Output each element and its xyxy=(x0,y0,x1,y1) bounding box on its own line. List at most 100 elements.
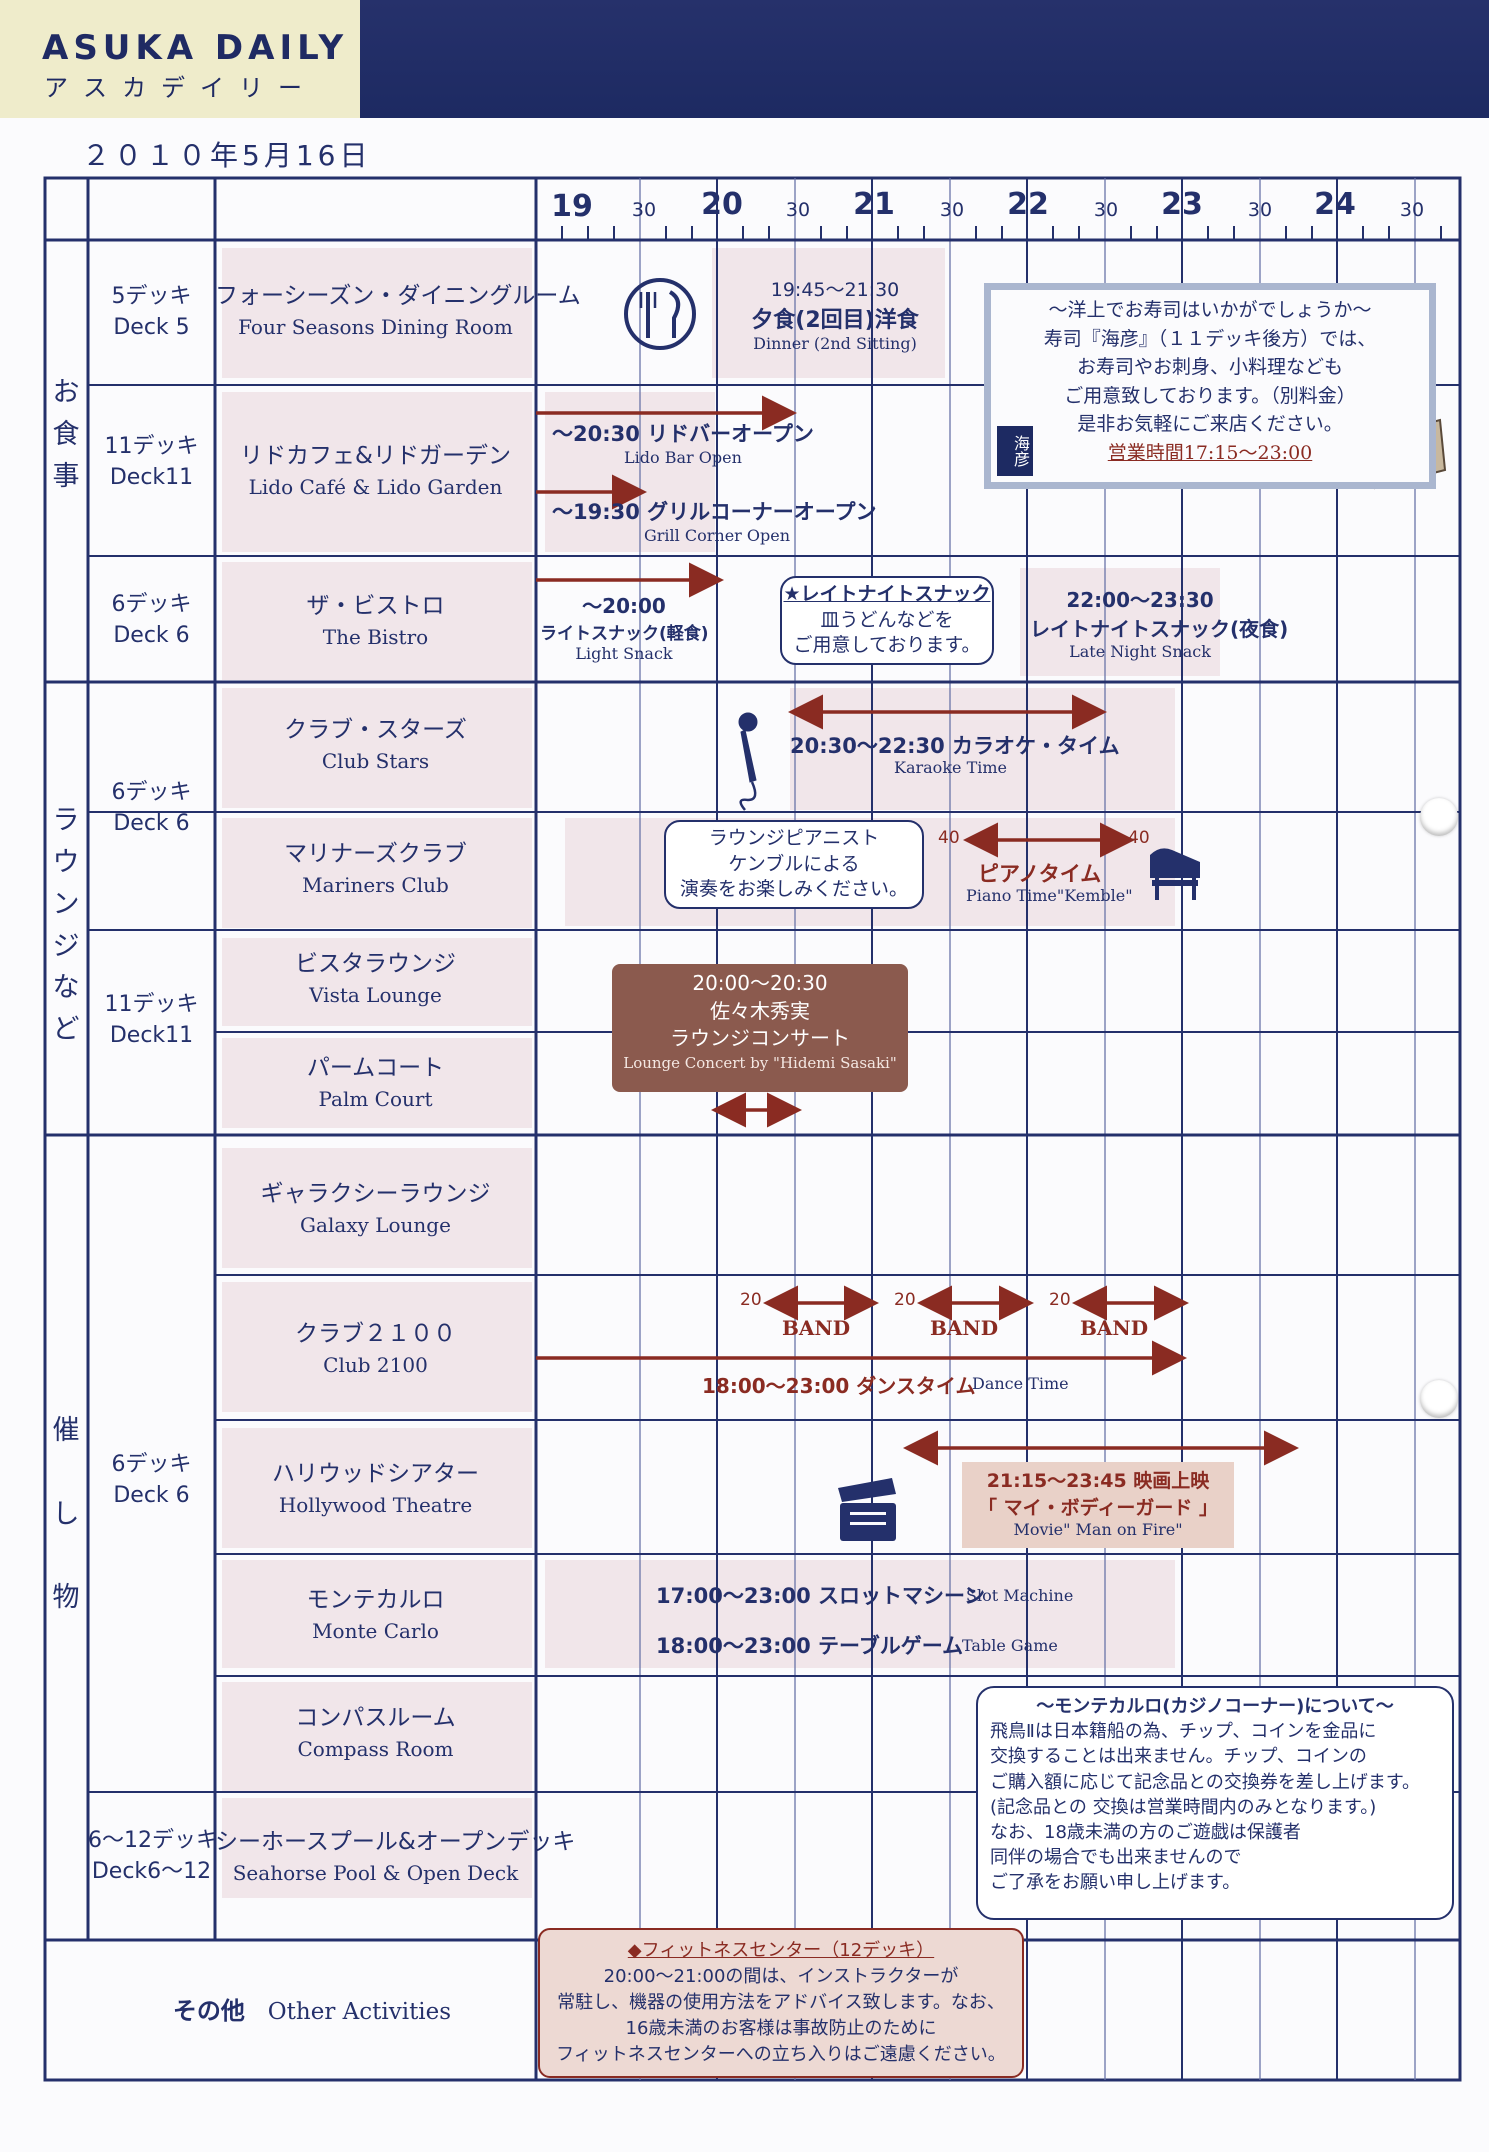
deck-en: Deck 6 xyxy=(113,810,190,836)
movie-box: 21:15〜23:45 映画上映 「 マイ・ボディーガード 」 Movie" M… xyxy=(962,1462,1234,1548)
lido-bar-en: Lido Bar Open xyxy=(624,448,742,467)
venue-en: Hollywood Theatre xyxy=(278,1493,473,1518)
deck-en: Deck11 xyxy=(109,1022,194,1048)
venue-lido: リドカフェ&リドガーデン Lido Café & Lido Garden xyxy=(215,440,536,502)
venue-four-seasons: フォーシーズン・ダイニングルーム Four Seasons Dining Roo… xyxy=(215,280,581,342)
band-label: BAND xyxy=(930,1316,999,1340)
venue-en: Compass Room xyxy=(297,1737,454,1762)
half-label: 30 xyxy=(786,199,810,221)
piano-label: ピアノタイム xyxy=(978,862,1102,886)
hour-label-23: 23 xyxy=(1161,187,1203,222)
deck-label: 6デッキ Deck 6 xyxy=(88,590,215,652)
header-brand-panel xyxy=(0,0,360,118)
brand-kana: アスカデイリー xyxy=(44,74,317,102)
other-ja: その他 xyxy=(172,1997,245,2025)
piano-en: Piano Time"Kemble" xyxy=(966,886,1133,905)
venue-club-stars: クラブ・スターズ Club Stars xyxy=(215,714,536,776)
concert-name: 佐々木秀実 xyxy=(710,998,810,1023)
sushi-line: お寿司やお刺身、小料理なども xyxy=(1076,356,1343,378)
half-label: 30 xyxy=(1248,199,1272,221)
venue-palm: パームコート Palm Court xyxy=(215,1052,536,1114)
sushi-advert: 〜洋上でお寿司はいかがでしょうか〜 寿司『海彦』（１１デッキ後方）では、 お寿司… xyxy=(984,283,1436,489)
hour-label-21: 21 xyxy=(853,187,895,222)
fitness-line: 16歳未満のお客様は事故防止のために xyxy=(625,2018,937,2040)
deck-ja: 6〜12デッキ xyxy=(88,1828,218,1853)
casino-line: 飛鳥Ⅱは日本籍船の為、チップ、コインを金品に xyxy=(990,1721,1377,1743)
late-ja: レイトナイトスナック(夜食) xyxy=(1030,617,1289,641)
casino-line: ご了承をお願い申し上げます。 xyxy=(990,1872,1241,1894)
casino-line: 交換することは出来ません。チップ、コインの xyxy=(990,1746,1367,1768)
venue-seahorse: シーホースプール&オープンデッキ Seahorse Pool & Open De… xyxy=(215,1826,575,1888)
venue-monte: モンテカルロ Monte Carlo xyxy=(215,1584,536,1646)
grill-en: Grill Corner Open xyxy=(644,526,791,545)
venue-ja: クラブ・スターズ xyxy=(284,717,467,743)
dance-label: 18:00〜23:00 ダンスタイム xyxy=(702,1374,976,1398)
venue-ja: マリナーズクラブ xyxy=(284,841,467,867)
deck-label: 11デッキ Deck11 xyxy=(88,990,215,1052)
bubble-line: ★レイトナイトスナック xyxy=(783,583,991,605)
clapperboard-icon xyxy=(838,1478,896,1541)
venue-ja: ザ・ビストロ xyxy=(306,593,445,619)
microphone-icon xyxy=(738,712,758,811)
venue-ja: フォーシーズン・ダイニングルーム xyxy=(215,283,581,309)
piano-end-mark: 40 xyxy=(1128,828,1150,848)
fitness-line: 20:00〜21:00の間は、インストラクターが xyxy=(603,1966,959,1988)
venue-galaxy: ギャラクシーラウンジ Galaxy Lounge xyxy=(215,1178,536,1240)
deck-label: 6デッキ Deck 6 xyxy=(88,778,215,840)
bubble-line: 皿うどんなどを xyxy=(820,608,954,631)
casino-notice: 〜モンテカルロ(カジノコーナー)について〜 飛鳥Ⅱは日本籍船の為、チップ、コイン… xyxy=(976,1686,1454,1920)
header-band xyxy=(360,0,1489,118)
movie-time: 21:15〜23:45 映画上映 xyxy=(986,1470,1210,1492)
venue-en: Four Seasons Dining Room xyxy=(238,315,513,340)
deck-ja: 5デッキ xyxy=(111,284,192,309)
deck-en: Deck6〜12 xyxy=(91,1858,212,1884)
dinner-ja: 夕食(2回目)洋食 xyxy=(751,308,919,333)
concert-time: 20:00〜20:30 xyxy=(692,971,828,995)
light-snack-event: 〜20:00 ライトスナック(軽食) Light Snack xyxy=(540,590,709,663)
band-label: BAND xyxy=(1080,1316,1149,1340)
pianist-bubble: ラウンジピアニスト ケンブルによる 演奏をお楽しみください。 xyxy=(664,820,924,909)
deck-en: Deck 6 xyxy=(113,622,190,648)
snack-ja: ライトスナック(軽食) xyxy=(540,624,709,644)
table-game-en: Table Game xyxy=(962,1636,1058,1655)
venue-bistro: ザ・ビストロ The Bistro xyxy=(215,590,536,652)
deck-en: Deck 5 xyxy=(113,314,190,340)
casino-line: なお、18歳未満の方のご遊戯は保護者 xyxy=(990,1821,1301,1843)
venue-en: The Bistro xyxy=(322,625,429,650)
bubble-line: ラウンジピアニスト xyxy=(708,827,880,849)
piano-icon xyxy=(1150,848,1200,900)
hour-label-22: 22 xyxy=(1007,187,1049,222)
venue-vista: ビスタラウンジ Vista Lounge xyxy=(215,948,536,1010)
page-date: ２０１０年5月16日 xyxy=(82,139,372,172)
hour-label-20: 20 xyxy=(701,187,743,222)
venue-en: Galaxy Lounge xyxy=(300,1213,451,1238)
band-mark: 20 xyxy=(894,1290,916,1310)
fitness-line: フィットネスセンターへの立ち入りはご遠慮ください。 xyxy=(556,2044,1006,2066)
lido-bar-label: 〜20:30 リドバーオープン xyxy=(552,422,814,446)
dinner-time: 19:45〜21:30 xyxy=(770,279,900,301)
casino-line: (記念品との 交換は営業時間内のみとなります。) xyxy=(990,1796,1377,1818)
casino-line: 同伴の場合でも出来ませんので xyxy=(990,1847,1242,1869)
concert-box: 20:00〜20:30 佐々木秀実 ラウンジコンサート Lounge Conce… xyxy=(612,964,908,1092)
late-night-event: 22:00〜23:30 レイトナイトスナック(夜食) Late Night Sn… xyxy=(1030,584,1289,661)
hour-label-24: 24 xyxy=(1314,187,1356,222)
bubble-line: ご用意しております。 xyxy=(793,634,981,657)
snack-time: 〜20:00 xyxy=(582,594,666,618)
deck-en: Deck11 xyxy=(109,464,194,490)
half-label: 30 xyxy=(1094,199,1118,221)
concert-ja: ラウンジコンサート xyxy=(670,1026,850,1051)
venue-en: Club 2100 xyxy=(323,1353,428,1378)
fitness-line: 常駐し、機器の使用方法をアドバイス致します。なお、 xyxy=(557,1992,1005,2014)
venue-en: Vista Lounge xyxy=(309,983,442,1008)
half-label: 30 xyxy=(632,199,656,221)
piano-start-mark: 40 xyxy=(938,828,960,848)
casino-line: ご購入額に応じて記念品との交換券を差し上げます。 xyxy=(990,1771,1421,1793)
grill-label: 〜19:30 グリルコーナーオープン xyxy=(552,500,877,524)
other-activities-label: その他 Other Activities xyxy=(88,1994,536,2029)
deck-label: 5デッキ Deck 5 xyxy=(88,282,215,344)
bubble-line: 演奏をお楽しみください。 xyxy=(679,878,908,901)
dinner-event: 19:45〜21:30 夕食(2回目)洋食 Dinner (2nd Sittin… xyxy=(720,275,950,353)
late-night-bubble: ★レイトナイトスナック 皿うどんなどを ご用意しております。 xyxy=(780,576,994,665)
venue-compass: コンパスルーム Compass Room xyxy=(215,1702,536,1764)
half-label: 30 xyxy=(1400,199,1424,221)
